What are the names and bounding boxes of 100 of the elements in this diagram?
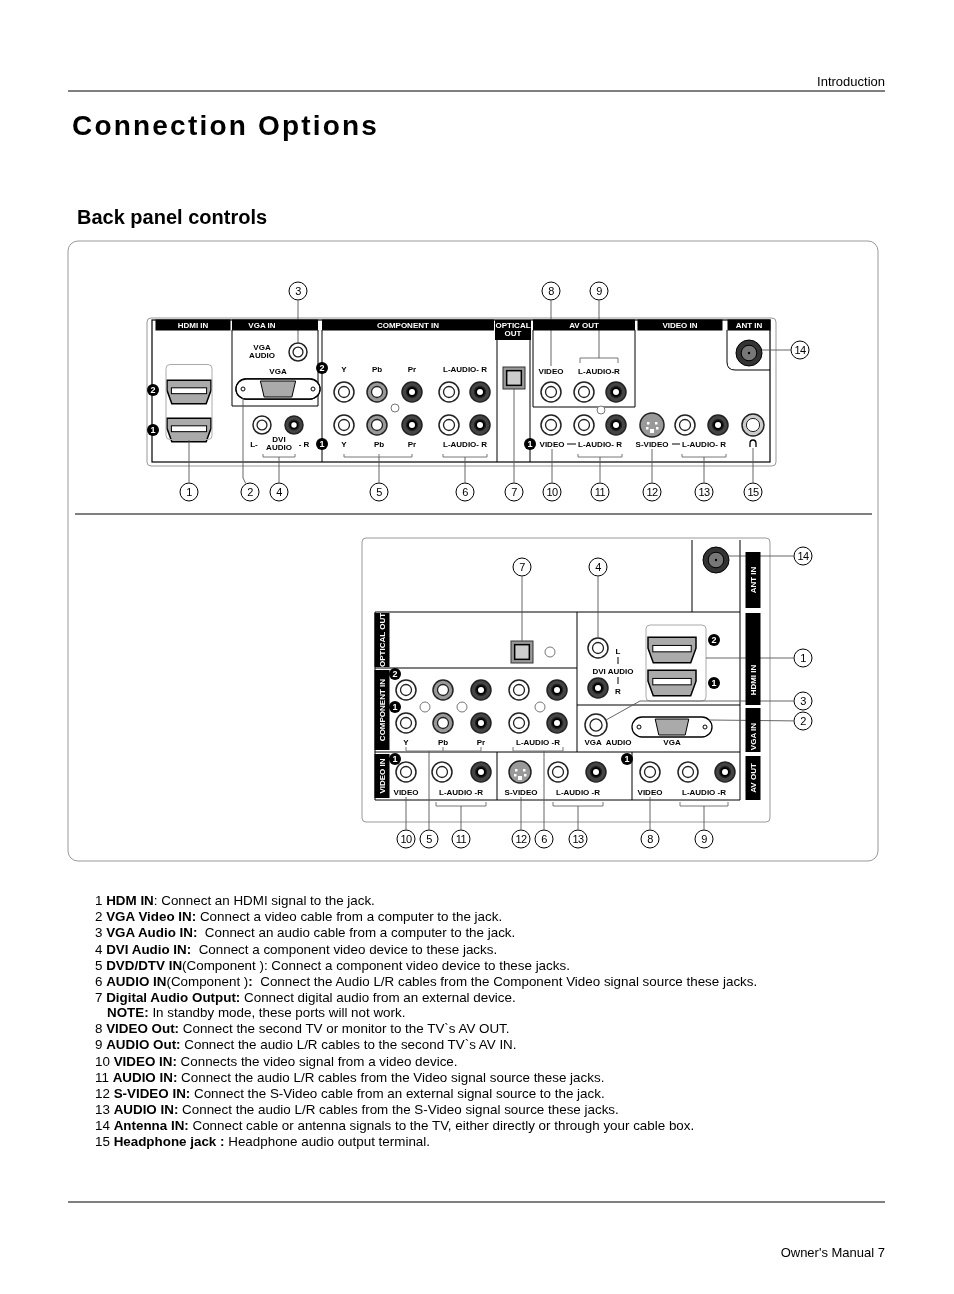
jack-label: Y	[403, 737, 409, 747]
bracket	[262, 453, 296, 458]
rca-jack-icon	[587, 637, 609, 659]
description-line: 7 Digital Audio Output: Connect digital audio from an external device.	[95, 989, 516, 1005]
panel-header: OPTICAL OUT	[374, 613, 390, 667]
leader-line	[703, 456, 705, 483]
jack-label: L-AUDIO- R	[443, 364, 487, 374]
port-number: 1	[621, 753, 633, 765]
description-line: 3 VGA Audio IN: Connect an audio cable from a computer to the jack.	[95, 924, 516, 940]
jack-label: Pr	[476, 737, 486, 747]
jack-label: Pr	[407, 364, 417, 374]
vga-port-icon	[631, 716, 713, 738]
jack-label: L-AUDIO-R	[578, 366, 620, 376]
leader-line	[599, 456, 601, 483]
description-line: NOTE: In standby mode, these ports will not work.	[107, 1004, 406, 1020]
section-heading: Back panel controls	[77, 205, 268, 229]
jack-label: Pb	[437, 737, 449, 747]
port-number: 1	[708, 677, 720, 689]
panel-header: HDMI IN	[745, 613, 761, 705]
port-number: 2	[147, 384, 159, 396]
panel-header: AV OUT	[745, 756, 761, 800]
panel-header: HDMI IN	[155, 319, 231, 331]
port-group-outline	[645, 624, 707, 702]
jack-label: VIDEO	[637, 787, 663, 797]
jack-label: VGA	[663, 737, 681, 747]
panel-header: COMPONENT IN	[322, 319, 494, 331]
bracket	[512, 746, 564, 752]
leader-line	[598, 300, 600, 359]
jack-label: L-	[250, 439, 258, 449]
running-header: Introduction	[817, 73, 885, 89]
description-line: 4 DVI Audio IN: Connect a component video device to these jacks.	[95, 941, 498, 957]
jack-label: VGA AUDIO	[584, 737, 632, 747]
leader-line	[460, 805, 462, 830]
description-line: 15 Headphone jack : Headphone audio output terminal.	[95, 1133, 430, 1149]
jack-label: Pb	[371, 364, 383, 374]
leader-line	[188, 439, 190, 483]
leader-line	[703, 805, 705, 830]
optical-port-icon	[510, 640, 534, 664]
description-line: 1 HDM IN: Connect an HDMI signal to the jack.	[95, 892, 375, 908]
jack-label: VIDEO	[538, 366, 564, 376]
description-line: 8 VIDEO Out: Connect the second TV or monitor to the TV`s AV OUT.	[95, 1020, 510, 1036]
leader-line	[521, 576, 523, 642]
port-number: 1	[524, 438, 536, 450]
jack-label: Y	[341, 364, 347, 374]
leader-line	[761, 349, 791, 351]
panel-header: VIDEO IN	[374, 754, 390, 798]
panel-header: VGA IN	[745, 708, 761, 752]
jack-label: VIDEO	[393, 787, 419, 797]
jack-label: L-AUDIO -R	[439, 787, 483, 797]
leader-line	[551, 448, 553, 483]
rca-jack-icon	[288, 342, 308, 362]
jack-label: L-AUDIO -R	[556, 787, 600, 797]
leader-line	[651, 448, 653, 483]
jack-label: L	[615, 646, 621, 656]
bracket	[442, 453, 488, 458]
port-number: 2	[389, 668, 401, 680]
jack-label: VGA AUDIO	[248, 344, 276, 360]
port-group-outline	[165, 364, 213, 440]
panel-header: ANT IN	[745, 552, 761, 608]
jack-label: DVI AUDIO	[592, 666, 634, 676]
bracket	[579, 357, 619, 364]
leader-line	[543, 750, 545, 830]
leader-line	[428, 750, 430, 830]
jack-label: VIDEO	[539, 439, 565, 449]
jack-label: DVI AUDIO	[265, 436, 293, 452]
description-line: 2 VGA Video IN: Connect a video cable from a computer to the jack.	[95, 908, 503, 924]
jack-label: S-VIDEO	[504, 787, 538, 797]
description-line: 9 AUDIO Out: Connect the audio L/R cables to the second TV`s AV IN.	[95, 1036, 517, 1052]
leader-line	[278, 456, 280, 483]
leader-line	[605, 700, 794, 721]
jack-label: Y	[341, 439, 347, 449]
bracket	[435, 801, 487, 807]
leader-line	[577, 805, 579, 830]
leader-line	[597, 576, 599, 639]
leader-line	[520, 796, 522, 830]
rca-jack-icon	[584, 713, 608, 737]
port-number: 1	[316, 438, 328, 450]
description-line: 6 AUDIO IN(Component ): Connect the Audio L/R cables from the Component Video signal source these jacks.	[95, 973, 758, 989]
panel-header: COMPONENT IN	[374, 670, 390, 750]
port-number: 2	[708, 634, 720, 646]
leader-line	[405, 796, 407, 830]
jack-label: R	[615, 686, 621, 696]
panel-header: VIDEO IN	[637, 319, 723, 331]
headphone-icon	[749, 439, 757, 448]
bracket	[577, 453, 623, 458]
page-footer: Owner's Manual 7	[780, 1244, 885, 1260]
description-line: 11 AUDIO IN: Connect the audio L/R cables from the Video signal source these jacks.	[95, 1069, 605, 1085]
jack-label: L-AUDIO- R	[443, 439, 487, 449]
jack-label: Pb	[373, 439, 385, 449]
leader-line	[378, 456, 380, 483]
port-number: 1	[389, 753, 401, 765]
optical-port-icon	[502, 366, 526, 390]
page-title: Connection Options	[72, 110, 380, 142]
panel-header: AV OUT	[533, 319, 635, 331]
port-number: 1	[389, 701, 401, 713]
description-line: 5 DVD/DTV IN(Component ): Connect a component video device to these jacks.	[95, 957, 570, 973]
bracket	[552, 801, 604, 807]
jack-label: L-AUDIO- R	[578, 439, 622, 449]
port-number: 2	[316, 362, 328, 374]
antenna-jack-icon	[702, 546, 730, 574]
